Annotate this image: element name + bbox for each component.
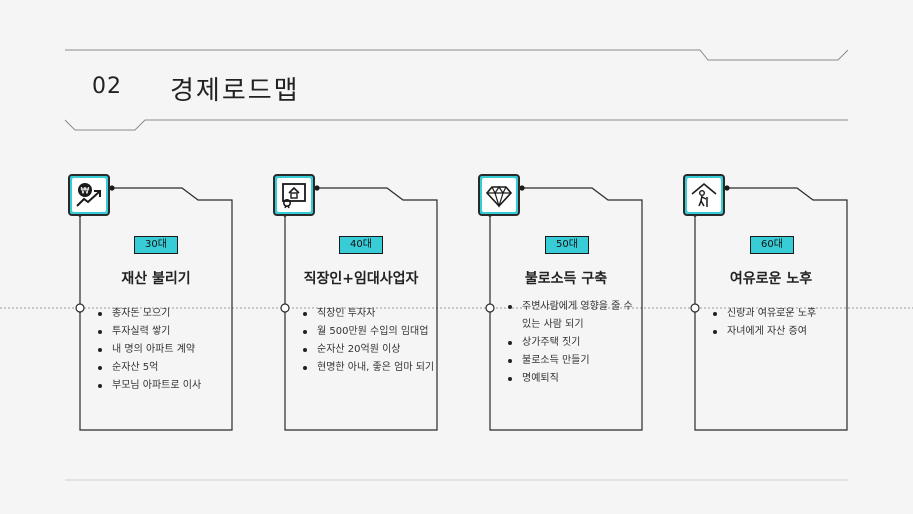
connector-dot <box>109 185 115 191</box>
list-item: 순자산 20억원 이상 <box>303 341 434 359</box>
list-item: 현명한 아내, 좋은 엄마 되기 <box>303 359 434 377</box>
list-item: 신랑과 여유로운 노후 <box>713 305 816 323</box>
page-title: 경제로드맵 <box>170 76 300 106</box>
list-item: 불로소득 만들기 <box>508 352 634 370</box>
timeline-node <box>690 303 700 313</box>
card-title: 직장인+임대사업자 <box>303 271 419 287</box>
card-item-list: 신랑과 여유로운 노후 자녀에게 자산 증여 <box>713 305 816 341</box>
card-title: 불로소득 구축 <box>524 271 608 287</box>
card-title: 재산 불리기 <box>121 271 191 287</box>
house-certificate-icon <box>282 183 306 209</box>
list-item: 직장인 투자자 <box>303 305 434 323</box>
age-badge: 40대 <box>339 236 383 254</box>
timeline-node <box>280 303 290 313</box>
list-item: 종자돈 모으기 <box>98 305 201 323</box>
card-title: 여유로운 노후 <box>729 271 813 287</box>
list-item: 부모님 아파트로 이사 <box>98 377 201 395</box>
card-icon-50s <box>478 174 520 216</box>
card-item-list: 주변사람에게 영향을 줄 수있는 사람 되기 상가주택 짓기 불로소득 만들기 … <box>508 298 634 388</box>
list-item: 명예퇴직 <box>508 370 634 388</box>
svg-text:₩: ₩ <box>81 187 90 197</box>
diamond-icon <box>485 185 513 209</box>
age-badge: 60대 <box>750 236 794 254</box>
header-top-rule <box>65 49 849 61</box>
age-badge: 30대 <box>134 236 178 254</box>
list-item: 투자실력 쌓기 <box>98 323 201 341</box>
list-item: 월 500만원 수입의 임대업 <box>303 323 434 341</box>
list-item: 주변사람에게 영향을 줄 수있는 사람 되기 <box>508 298 634 334</box>
list-item: 자녀에게 자산 증여 <box>713 323 816 341</box>
list-item: 순자산 5억 <box>98 359 201 377</box>
won-growth-icon: ₩ <box>76 183 101 207</box>
card-outline-30s <box>79 187 233 431</box>
connector-dot <box>724 185 730 191</box>
section-number: 02 <box>92 74 122 99</box>
list-item: 내 명의 아파트 계약 <box>98 341 201 359</box>
header-bottom-rule <box>64 119 848 131</box>
list-item: 상가주택 짓기 <box>508 334 634 352</box>
card-item-list: 직장인 투자자 월 500만원 수입의 임대업 순자산 20억원 이상 현명한 … <box>303 305 434 377</box>
card-item-list: 종자돈 모으기 투자실력 쌓기 내 명의 아파트 계약 순자산 5억 부모님 아… <box>98 305 201 395</box>
timeline-node <box>75 303 85 313</box>
card-icon-30s: ₩ <box>68 174 110 216</box>
card-icon-40s <box>273 174 315 216</box>
age-badge: 50대 <box>545 236 589 254</box>
card-outline-60s <box>694 187 848 431</box>
card-outline-50s <box>489 187 643 431</box>
connector-dot <box>519 185 525 191</box>
card-outline-40s <box>284 187 438 431</box>
elder-home-icon <box>691 182 717 207</box>
timeline-node <box>485 303 495 313</box>
connector-dot <box>314 185 320 191</box>
card-icon-60s <box>683 174 725 216</box>
